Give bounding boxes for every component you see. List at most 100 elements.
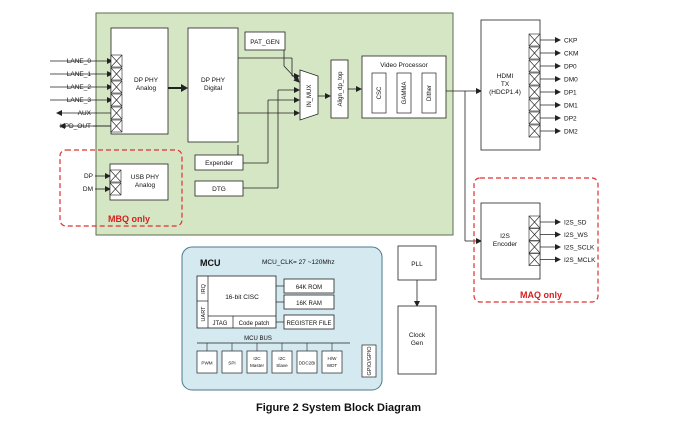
mcu-peripheral-5: H/W WDT <box>321 343 343 374</box>
gpio-label: GPIO/GPIO <box>367 346 373 376</box>
figure-caption: Figure 2 System Block Diagram <box>255 402 422 414</box>
mcu-clock-label: MCU_CLK= 27 ~120Mhz <box>262 259 335 266</box>
in-mux-block <box>299 69 319 121</box>
input-label-lane3: LANE_3 <box>67 97 92 104</box>
mcu-ram-label: 16K RAM <box>296 301 322 307</box>
mcu-cpu-block <box>196 275 277 329</box>
pll-block <box>397 245 437 281</box>
i2s-output-pad-3 <box>528 253 541 266</box>
video-processor-label: Video Processor <box>380 62 428 69</box>
hdmi-tx-label-1: HDMI <box>497 73 514 80</box>
dp-phy-analog-label-1: DP PHY <box>134 77 159 84</box>
clock-gen-label-2: Gen <box>411 340 424 347</box>
dp-phy-digital-block <box>187 27 239 143</box>
dp-phy-analog-pads <box>110 54 123 133</box>
hdmi-output-pad-5 <box>528 98 541 112</box>
i2s-encoder-label-1: I2S <box>500 233 510 240</box>
mcu-cpu-label: 16-bit CISC <box>225 294 259 301</box>
maq-only-label: MAQ only <box>520 290 562 300</box>
hdmi-output-label-6: DP2 <box>564 116 577 123</box>
dp-phy-analog-label-2: Analog <box>136 85 157 92</box>
mcu-code-patch-label: Code patch <box>239 321 270 327</box>
hdmi-output-label-0: CKP <box>564 38 577 45</box>
mcu-peripheral-0: PWM <box>196 343 218 374</box>
mcu-rom-block <box>283 278 335 294</box>
dp-input-group: LANE_0 LANE_1 LANE_2 LANE_3 AUX HPD_OUT <box>50 58 113 130</box>
mcu-peripheral-label-3-0: I2C <box>278 356 286 361</box>
mcu-title: MCU <box>200 258 221 268</box>
i2s-output-pad-1 <box>528 228 541 241</box>
mcu-register-file-label: REGISTER FILE <box>286 321 331 327</box>
hdmi-tx-label-3: (HDCP1.4) <box>489 89 521 96</box>
pll-label: PLL <box>411 261 423 268</box>
mcu-peripheral-3: I2C Slave <box>271 343 293 374</box>
mcu-peripheral-1: SPI <box>221 343 243 374</box>
hdmi-output-label-4: DP1 <box>564 90 577 97</box>
i2s-encoder-label-2: Encoder <box>493 241 518 248</box>
mcu-uart-label: UART <box>201 306 207 322</box>
usb-phy-label-1: USB PHY <box>131 174 160 181</box>
dtg-label: DTG <box>212 186 226 193</box>
expender-label: Expender <box>205 160 234 167</box>
mbq-only-label: MBQ only <box>108 214 150 224</box>
i2s-output-label-1: I2S_WS <box>564 232 589 239</box>
mcu-peripheral-label-5-1: WDT <box>327 363 338 368</box>
pat-gen-label: PAT_GEN <box>250 39 280 46</box>
mcu-ram-block <box>283 294 335 310</box>
mcu-peripheral-2: I2C Master <box>246 343 268 374</box>
in-mux-label: IN_MUX <box>307 85 313 108</box>
hdmi-output-label-3: DM0 <box>564 77 578 84</box>
hdmi-output-label-2: DP0 <box>564 64 577 71</box>
input-label-lane1: LANE_1 <box>67 71 92 78</box>
maq-only-region <box>473 177 599 303</box>
usb-input-label-dm: DM <box>83 186 93 193</box>
i2s-output-label-2: I2S_SCLK <box>564 245 595 252</box>
dp-phy-digital-label-2: Digital <box>204 85 223 92</box>
hdmi-output-label-7: DM2 <box>564 129 578 136</box>
usb-input-label-dp: DP <box>84 173 93 180</box>
mcu-peripheral-4: DDC2Bi <box>296 343 318 374</box>
hdmi-output-label-1: CKM <box>564 51 578 58</box>
mcu-rom-label: 64K ROM <box>296 285 322 291</box>
dp-phy-digital-label-1: DP PHY <box>201 77 226 84</box>
hdmi-tx-label-2: TX <box>501 81 510 88</box>
gamma-block <box>396 72 412 114</box>
mcu-peripheral-label-2-1: Master <box>250 363 265 368</box>
dither-block <box>421 72 437 114</box>
mcu-peripheral-label-0-0: PWM <box>201 361 212 366</box>
clock-gen-label-1: Clock <box>409 332 426 339</box>
input-label-lane2: LANE_2 <box>67 84 92 91</box>
mcu-jtag-label: JTAG <box>213 321 228 327</box>
hdmi-output-pad-2 <box>528 59 541 73</box>
hdmi-output-pad-3 <box>528 72 541 86</box>
input-label-aux: AUX <box>78 110 92 117</box>
mcu-peripheral-label-1-0: SPI <box>228 361 235 366</box>
mcu-peripherals: PWM SPI I2C Master I2C Slave DDC2Bi H/W WDT <box>196 343 343 374</box>
input-label-hpd: HPD_OUT <box>60 123 91 130</box>
mcu-bus-label: MCU BUS <box>244 336 272 342</box>
mcu-peripheral-label-2-0: I2C <box>253 356 261 361</box>
i2s-output-pads: I2S_SD I2S_WS I2S_SCLK I2S_MCLK <box>528 215 596 266</box>
i2s-output-label-3: I2S_MCLK <box>564 257 596 264</box>
csc-label: CSC <box>377 86 383 99</box>
mcu-register-file-block <box>283 314 335 330</box>
mcu-peripheral-label-3-1: Slave <box>276 363 288 368</box>
usb-phy-label-2: Analog <box>135 182 156 189</box>
hdmi-output-pad-1 <box>528 46 541 60</box>
mcu-irq-label: IRQ <box>201 283 207 294</box>
clock-gen-block <box>397 305 437 375</box>
mcu-peripheral-label-5-0: H/W <box>328 356 338 361</box>
i2s-output-pad-2 <box>528 240 541 254</box>
hdmi-output-pad-7 <box>528 124 541 138</box>
mcu-peripheral-label-4-0: DDC2Bi <box>299 361 316 366</box>
i2s-output-label-0: I2S_SD <box>564 220 587 227</box>
csc-block <box>371 72 387 114</box>
hdmi-output-pad-6 <box>528 111 541 125</box>
gamma-label: GAMMA <box>402 82 408 105</box>
dither-label: Dither <box>427 85 433 101</box>
dtg-block <box>194 180 244 197</box>
hdmi-output-label-5: DM1 <box>564 103 578 110</box>
hdmi-output-pad-4 <box>528 85 541 99</box>
